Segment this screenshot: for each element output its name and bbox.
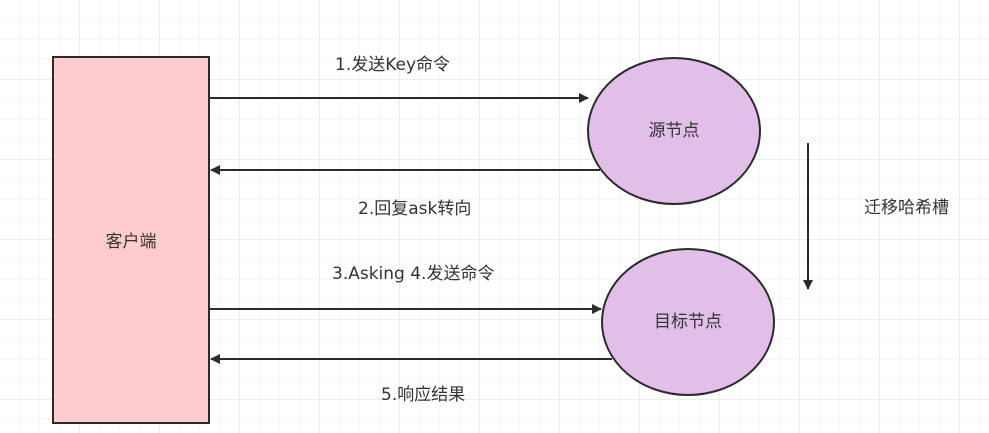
source-node-label: 源节点 <box>648 121 700 141</box>
target-node[interactable] <box>601 248 775 396</box>
reply-ask-redirect-label: 2.回复ask转向 <box>358 199 472 219</box>
client-label: 客户端 <box>105 232 157 252</box>
target-node-label: 目标节点 <box>654 312 722 332</box>
asking-send-command-label: 3.Asking 4.发送命令 <box>332 264 495 284</box>
response-result-label: 5.响应结果 <box>381 385 466 405</box>
send-key-command-label: 1.发送Key命令 <box>335 55 451 75</box>
client-box[interactable] <box>52 56 210 424</box>
source-node[interactable] <box>587 57 761 205</box>
migrate-hash-slot-label: 迁移哈希槽 <box>864 198 949 218</box>
